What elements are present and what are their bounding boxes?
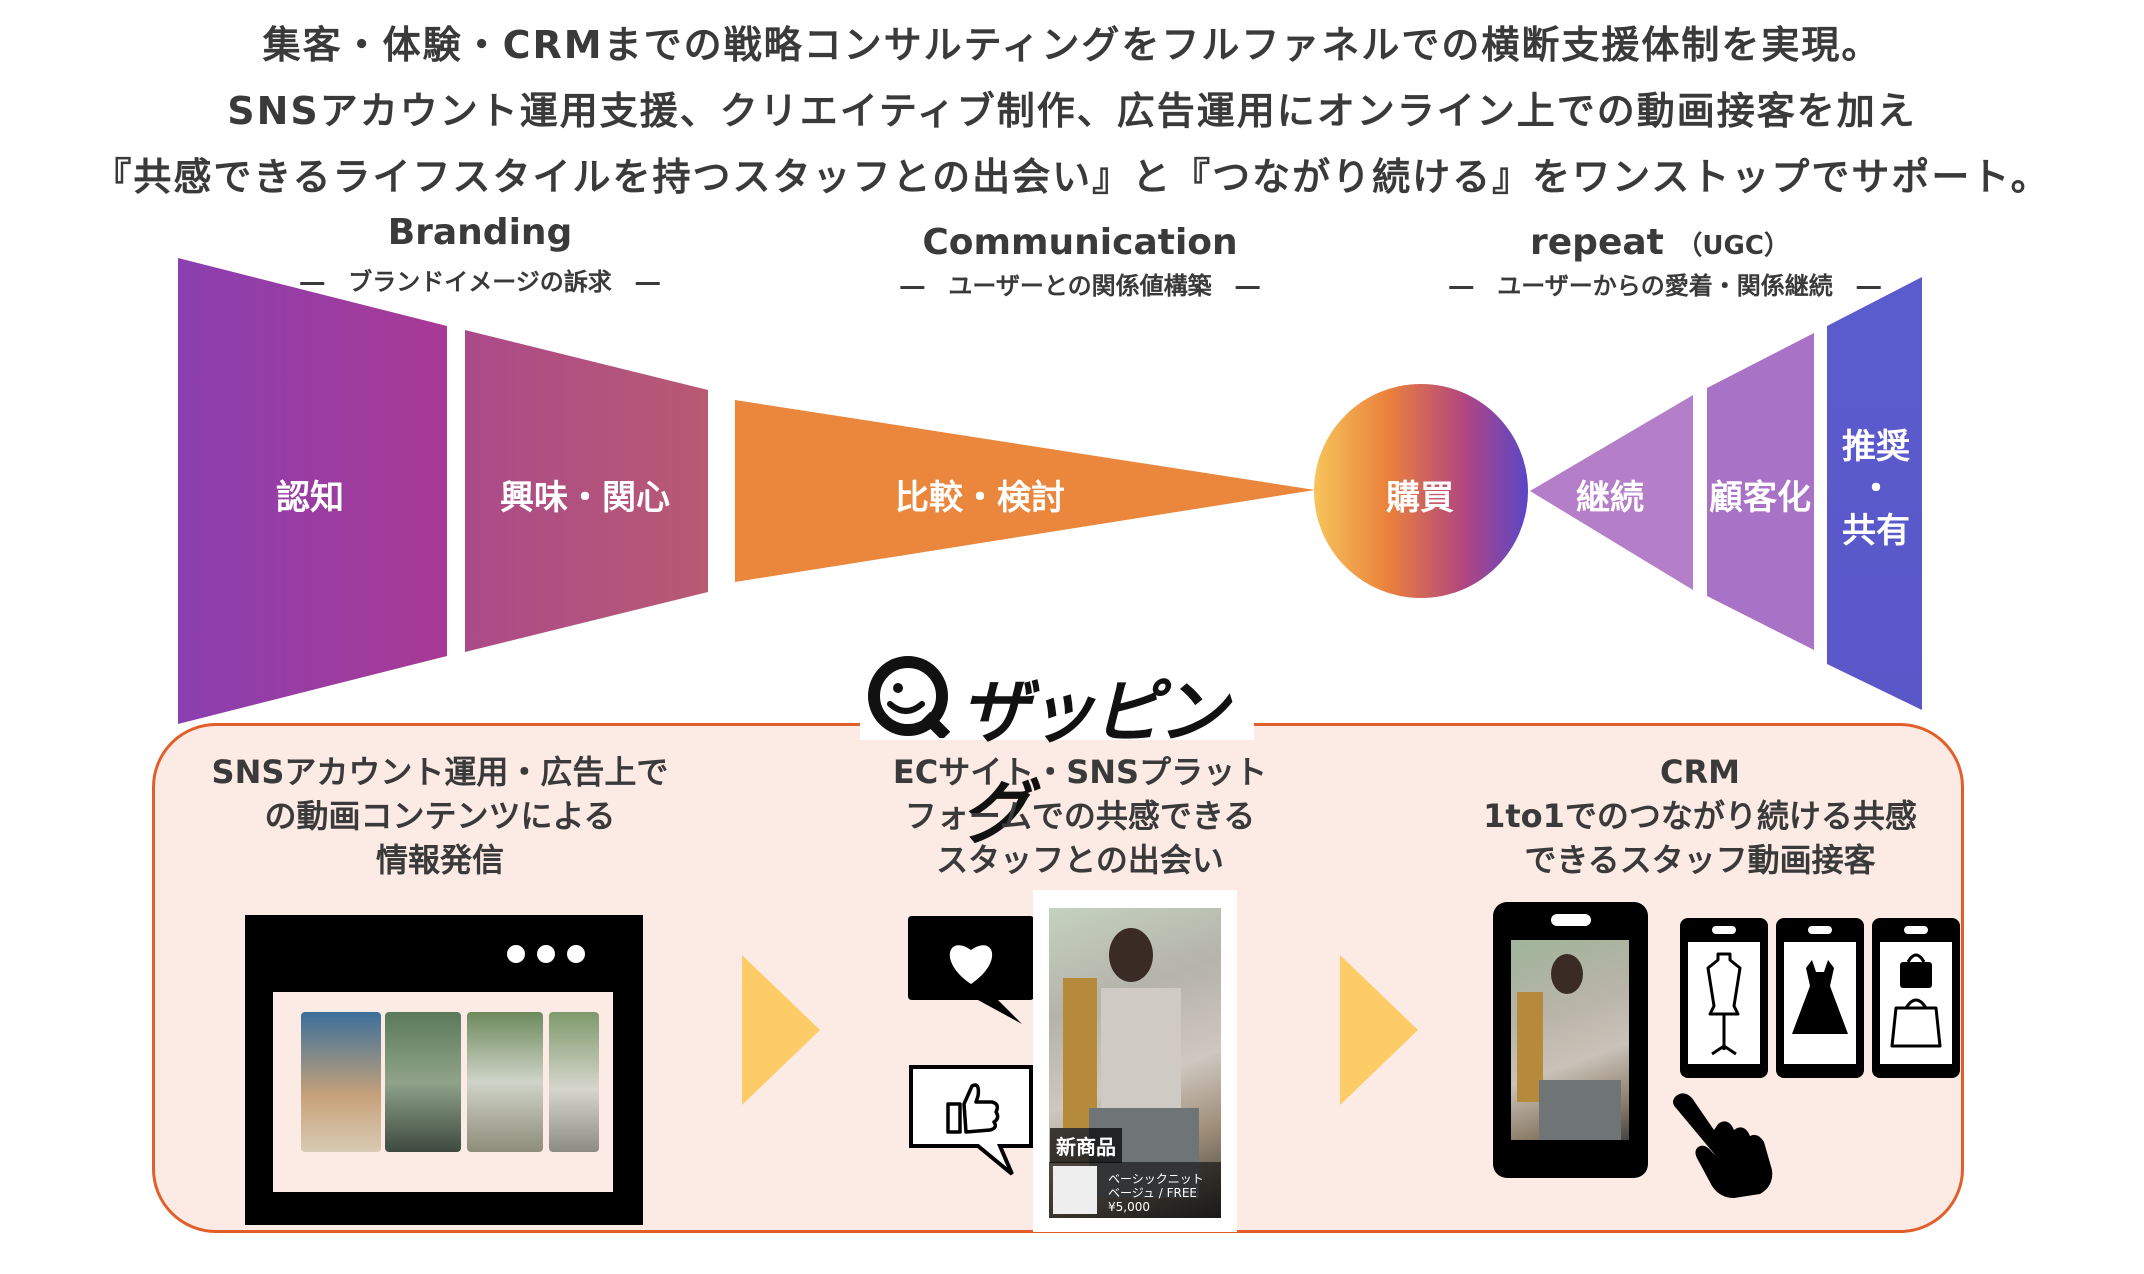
label-purchase: 購買 <box>1386 478 1454 518</box>
staff-photo-head <box>1109 928 1153 982</box>
video-thumb <box>385 1012 461 1152</box>
product-screen-mannequin <box>1680 918 1768 1078</box>
label-interest: 興味・関心 <box>500 478 670 518</box>
col3-title: CRM 1to1でのつながり続ける共感 できるスタッフ動画接客 <box>1440 750 1960 882</box>
screen-speaker <box>1904 926 1928 934</box>
browser-dots <box>507 945 607 965</box>
product-price: ¥5,000 <box>1108 1200 1150 1214</box>
video-thumb <box>549 1012 599 1152</box>
flow-arrow-2-icon <box>1340 955 1418 1105</box>
headline-line-2: SNSアカウント運用支援、クリエイティブ制作、広告運用にオンライン上での動画接客… <box>227 89 1917 133</box>
label-recommend: 推奨 ・ 共有 <box>1826 426 1926 552</box>
col2-title: ECサイト・SNSプラット フォームでの共感できる スタッフとの出会い <box>840 750 1320 882</box>
flow-arrow-1-icon <box>742 955 820 1105</box>
dress-icon <box>1792 960 1848 1034</box>
logo-face-icon <box>868 656 951 738</box>
product-variant: ベージュ / FREE <box>1108 1186 1197 1200</box>
col1-title: SNSアカウント運用・広告上で の動画コンテンツによる 情報発信 <box>200 750 680 882</box>
product-screen-dress <box>1776 918 1864 1078</box>
funnel-continue <box>1530 395 1693 590</box>
stage-title-repeat: repeat （UGC） <box>1470 222 1850 263</box>
label-consider: 比較・検討 <box>895 478 1065 518</box>
funnel-interest <box>465 330 708 652</box>
screen-speaker <box>1712 926 1736 934</box>
label-customer: 顧客化 <box>1709 478 1811 518</box>
mannequin-icon <box>1706 952 1742 1056</box>
funnel-customer <box>1707 333 1814 650</box>
col1-title-line: SNSアカウント運用・広告上で <box>211 753 669 791</box>
product-price-info: ベーシックニット ベージュ / FREE ¥5,000 <box>1108 1172 1228 1214</box>
browser-dot <box>507 945 525 963</box>
label-recommend-3: 共有 <box>1842 511 1910 551</box>
funnel-recommend <box>1827 277 1922 710</box>
product-info-strip <box>1049 1162 1221 1218</box>
phone-screen-cloth <box>1517 992 1543 1102</box>
stage-title-communication: Communication <box>922 222 1238 263</box>
product-name: ベーシックニット <box>1108 1172 1204 1186</box>
funnel-consider <box>735 400 1315 582</box>
label-continue: 継続 <box>1576 478 1644 518</box>
col1-title-line: 情報発信 <box>375 841 504 879</box>
staff-photo-card <box>1033 890 1237 1232</box>
screen-speaker <box>1808 926 1832 934</box>
product-thumb <box>1053 1166 1097 1214</box>
stage-subtitle-repeat: ― ユーザーからの愛着・関係継続 ― <box>1449 272 1881 300</box>
logo-text: ザッピング <box>960 671 1228 854</box>
funnel-purchase <box>1314 384 1528 598</box>
staff-photo-cloth <box>1063 978 1097 1128</box>
stage-subtitle-communication: ― ユーザーとの関係値構築 ― <box>900 272 1260 300</box>
heart-bubble-icon <box>908 916 1034 1024</box>
col2-title-line: ECサイト・SNSプラット <box>892 753 1268 791</box>
phone-screen-garment <box>1539 1080 1621 1140</box>
stage-title-repeat-note: （UGC） <box>1676 231 1790 261</box>
video-thumb <box>301 1012 381 1152</box>
pointing-hand-icon <box>1673 1093 1773 1198</box>
col3-title-line: 1to1でのつながり続ける共感 <box>1483 797 1917 835</box>
new-product-badge: 新商品 <box>1050 1128 1122 1163</box>
browser-window-icon <box>245 915 643 1225</box>
thumbs-up-bubble-icon <box>909 1065 1033 1176</box>
funnel-awareness <box>178 258 447 724</box>
headline-line-3: 『共感できるライフスタイルを持つスタッフとの出会い』と『つながり続ける』をワンス… <box>93 155 2051 199</box>
browser-content <box>273 992 613 1192</box>
browser-dot <box>567 945 585 963</box>
col2-title-line: フォームでの共感できる <box>904 797 1256 835</box>
browser-dot <box>537 945 555 963</box>
label-recommend-1: 推奨 <box>1842 427 1910 467</box>
product-screen-bags <box>1872 918 1960 1078</box>
stage-title-repeat-text: repeat <box>1530 222 1664 263</box>
label-recommend-2: ・ <box>1859 469 1893 509</box>
handbag-icon <box>1890 953 1942 1048</box>
stage-title-branding: Branding <box>387 212 573 253</box>
video-thumb <box>467 1012 543 1152</box>
smartphone-icon <box>1493 902 1648 1178</box>
col1-title-line: の動画コンテンツによる <box>264 797 616 835</box>
phone-screen-head <box>1551 954 1583 994</box>
phone-speaker <box>1551 914 1591 926</box>
zapping-logo: ザッピング <box>860 650 1254 854</box>
col3-title-line: できるスタッフ動画接客 <box>1524 841 1876 879</box>
label-awareness: 認知 <box>276 478 344 518</box>
col3-title-line: CRM <box>1660 753 1740 791</box>
headline-line-1: 集客・体験・CRMまでの戦略コンサルティングをフルファネルでの横断支援体制を実現… <box>262 23 1882 67</box>
phone-screen <box>1511 940 1629 1140</box>
col2-title-line: スタッフとの出会い <box>936 841 1224 879</box>
